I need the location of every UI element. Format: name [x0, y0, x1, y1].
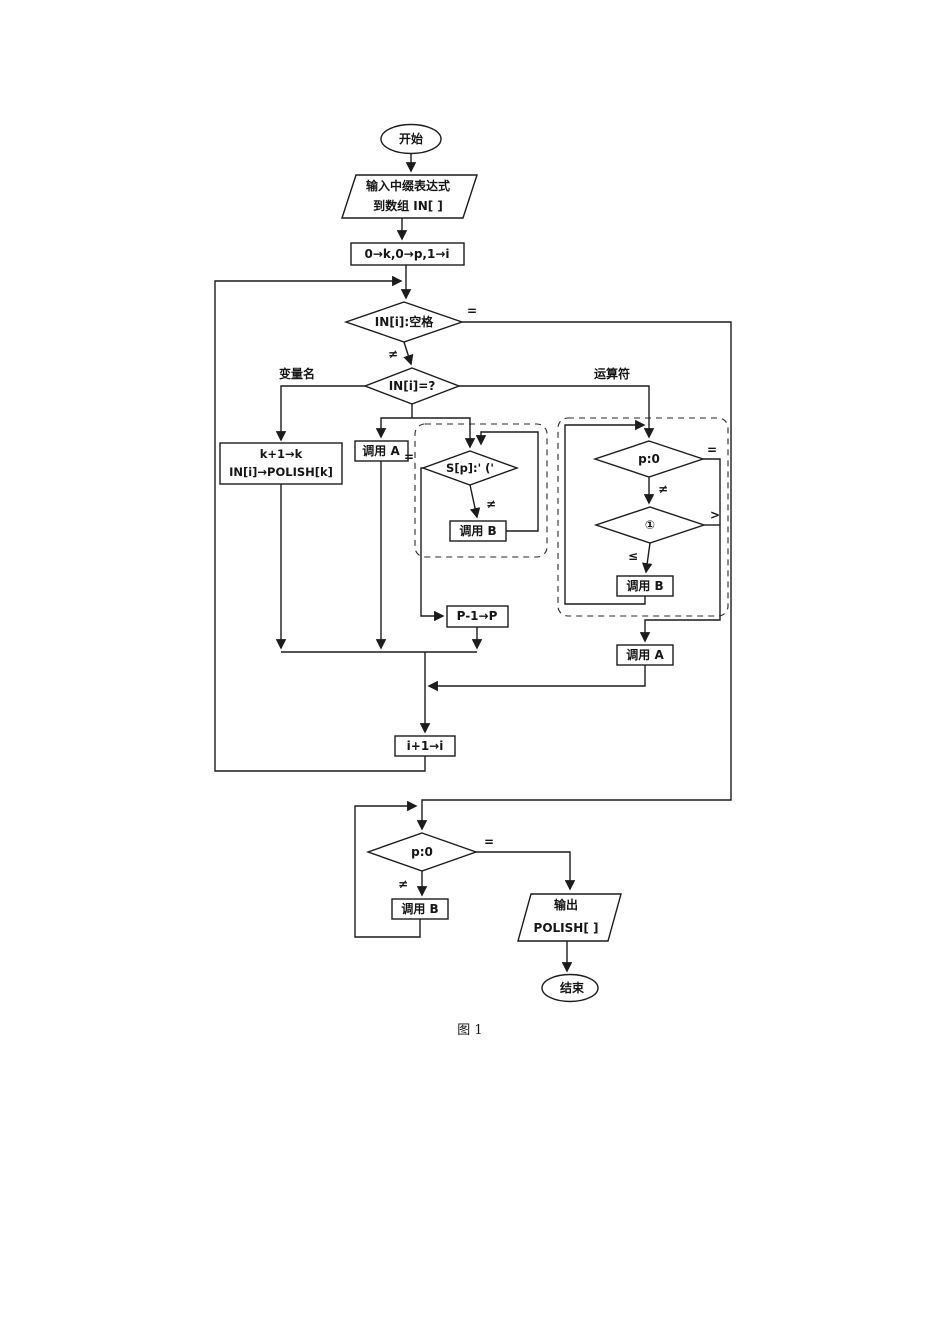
edge-callb3-loopback [354, 800, 421, 938]
p2-ne-label: ≠ [397, 877, 409, 891]
edge-split-calla1 [375, 417, 412, 439]
inc-i-label: i+1→i [406, 739, 444, 753]
pop-process-shape [446, 605, 509, 628]
space-eq-label: = [466, 304, 478, 318]
stack-top-decision-shape [420, 450, 520, 486]
variable-process-line1: k+1→k [259, 447, 303, 461]
edge-split-stackcheck [412, 417, 476, 449]
edge-callb1-loopback [475, 431, 539, 532]
edge-prio-le-callb2 [642, 542, 653, 574]
edge-char-variable [275, 385, 365, 442]
edge-space-eq-to-final-check [416, 321, 732, 831]
edge-p2-eq-output [476, 851, 576, 891]
priority-label: ① [644, 518, 656, 532]
paren-loop-group-box [414, 423, 548, 558]
inc-i-process-shape [394, 735, 456, 757]
call-b2-label: 调用 B [626, 579, 664, 593]
call-a1-process-shape [354, 440, 409, 462]
priority-decision-shape [593, 506, 707, 544]
p1-eq-label: = [706, 443, 718, 457]
start-label: 开始 [398, 132, 424, 146]
init-label: 0→k,0→p,1→i [364, 247, 450, 261]
call-b2-process-shape [616, 575, 674, 597]
edge-p1-eq-calla2 [639, 458, 721, 643]
output-label-line1: 输出 [553, 898, 579, 912]
output-label-line2: POLISH[ ] [533, 921, 599, 935]
check-char-decision-shape [363, 367, 461, 405]
output-io-shape [517, 893, 622, 942]
variable-process-line2: IN[i]→POLISH[k] [229, 465, 333, 479]
call-a1-label: 调用 A [362, 444, 400, 458]
p2-eq-label: = [483, 835, 495, 849]
edge-stack-ne-callb1 [469, 484, 481, 519]
edge-inci-main-loopback [214, 275, 426, 772]
edge-callb2-loopback [564, 419, 646, 605]
check-space-decision-shape [343, 301, 465, 343]
edge-stack-eq-pop [420, 467, 445, 622]
input-label-line2: 到数组 IN[ ] [373, 199, 443, 213]
p-zero-1-label: p:0 [638, 452, 660, 466]
branch-operator-label: 运算符 [593, 367, 631, 381]
variable-process-shape [219, 442, 343, 485]
input-label: 输入中缀表达式 到数组 IN[ ] [366, 176, 450, 216]
stack-eq-label: = [403, 450, 415, 464]
call-a2-process-shape [616, 644, 674, 666]
call-b3-process-shape [391, 898, 449, 920]
edge-calla2-inci [427, 665, 646, 692]
pop-label: P-1→P [456, 609, 498, 623]
call-b1-label: 调用 B [459, 524, 497, 538]
p-zero-2-label: p:0 [411, 845, 433, 859]
call-a2-label: 调用 A [626, 648, 664, 662]
p-zero-decision-2-shape [365, 832, 479, 872]
call-b1-process-shape [449, 520, 507, 542]
stack-top-label: S[p]:' (' [446, 461, 494, 475]
flow-edges [214, 153, 732, 973]
p-zero-decision-1-shape [592, 440, 706, 478]
edge-space-ne-checkchar [403, 341, 414, 366]
branch-variable-name-label: 变量名 [278, 367, 316, 381]
stack-ne-label: ≠ [485, 497, 497, 511]
flow-nodes [219, 123, 707, 1003]
input-io-shape [341, 174, 478, 219]
operator-loop-group-box [557, 417, 729, 617]
end-label: 结束 [559, 981, 585, 995]
check-char-label: IN[i]=? [388, 379, 436, 393]
check-space-label: IN[i]:空格 [374, 315, 434, 329]
space-ne-label: ≠ [387, 347, 399, 361]
edge-char-operator [459, 385, 655, 439]
start-terminal-shape [380, 123, 442, 155]
init-process-shape [350, 242, 465, 266]
prio-le-label: ≤ [627, 549, 639, 563]
prio-gt-label: > [709, 508, 721, 522]
p1-ne-label: ≠ [657, 482, 669, 496]
end-terminal-shape [541, 973, 599, 1003]
input-label-line1: 输入中缀表达式 [365, 179, 451, 193]
call-b3-label: 调用 B [401, 902, 439, 916]
variable-process-label: k+1→k IN[i]→POLISH[k] [229, 445, 333, 481]
output-label: 输出 POLISH[ ] [534, 894, 599, 940]
figure-caption: 图 1 [457, 1023, 483, 1038]
